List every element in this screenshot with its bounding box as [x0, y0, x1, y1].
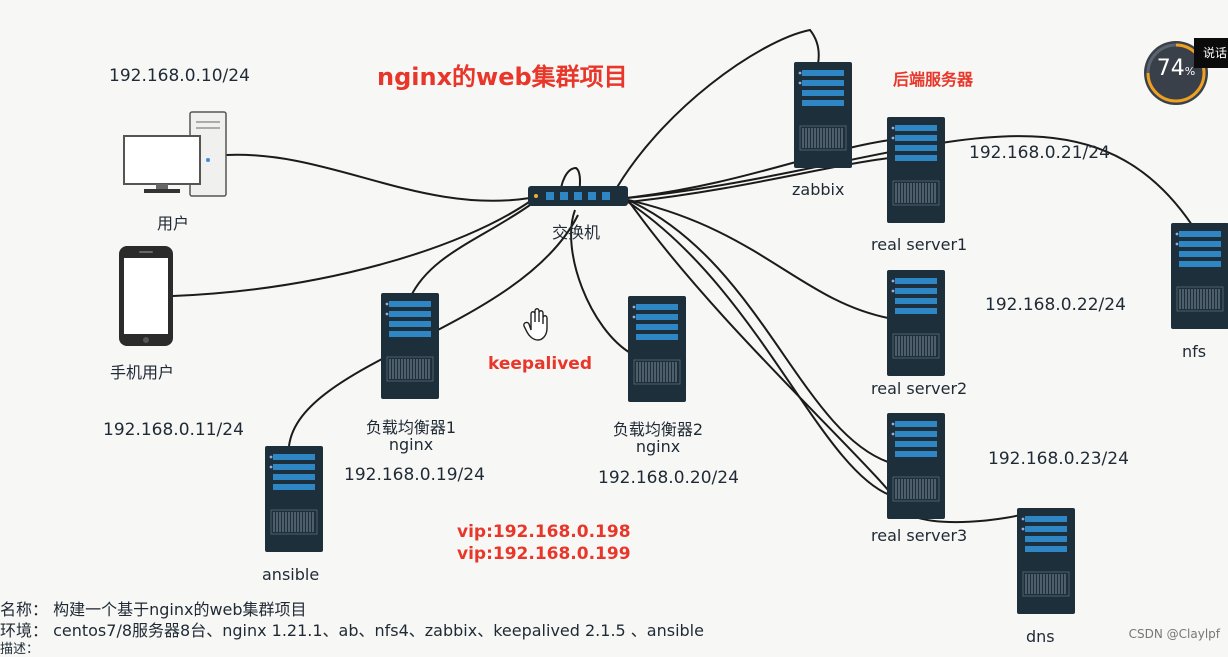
rs1-label: real server1: [871, 235, 968, 254]
rs3-label: real server3: [871, 526, 968, 545]
speak-tooltip[interactable]: 说话: [1194, 38, 1228, 68]
cable-dns: [627, 199, 1031, 524]
rs2-label: real server2: [871, 379, 968, 398]
mobile-user-label: 手机用户: [110, 363, 175, 382]
real-server3-icon: [886, 412, 946, 520]
ansible-label: ansible: [262, 565, 320, 584]
dns-label: dns: [1026, 627, 1055, 646]
lb2-server-icon: [627, 295, 687, 403]
cable-rs1: [625, 139, 891, 199]
vip-2: vip:192.168.0.199: [457, 544, 631, 564]
lb1-label: 负载均衡器1: [365, 418, 457, 437]
backend-label: 后端服务器: [893, 70, 974, 89]
zabbix-label: zabbix: [792, 180, 845, 199]
lb1-sub: nginx: [388, 435, 434, 454]
gauge-unit: %: [1184, 65, 1196, 78]
lb2-label: 负载均衡器2: [612, 420, 704, 439]
mobile-phone-icon: [119, 246, 173, 346]
cable-pc: [225, 153, 531, 202]
gauge-value: 74: [1156, 56, 1185, 81]
cable-rs3: [627, 199, 889, 463]
lb2-sub: nginx: [635, 437, 681, 456]
vip-1: vip:192.168.0.198: [457, 522, 631, 542]
project-env-line: 环境： centos7/8服务器8台、nginx 1.21.1、ab、nfs4、…: [0, 621, 704, 640]
rs3-ip: 192.168.0.23/24: [988, 449, 1129, 469]
progress-gauge: [1144, 41, 1208, 105]
user-pc-label: 用户: [157, 214, 190, 233]
user-pc-ip: 192.168.0.10/24: [109, 66, 250, 86]
network-switch-icon: [528, 186, 628, 206]
cable-zabbix: [611, 28, 820, 197]
cable-rs3b: [627, 201, 893, 497]
nfs-server-icon: [1170, 222, 1228, 330]
dns-server-icon: [1016, 507, 1076, 615]
keepalived-label: keepalived: [488, 354, 592, 374]
csdn-watermark: CSDN @Claylpf: [1128, 627, 1220, 641]
project-desc-line: 描述：: [0, 642, 40, 657]
mobile-user-ip: 192.168.0.11/24: [103, 420, 244, 440]
diagram-title: nginx的web集群项目: [377, 63, 628, 91]
rs2-ip: 192.168.0.22/24: [985, 295, 1126, 315]
ansible-server-icon: [264, 445, 324, 553]
cable-rs2: [627, 199, 889, 319]
project-name-line: 名称： 构建一个基于nginx的web集群项目: [0, 600, 307, 619]
lb1-ip: 192.168.0.19/24: [344, 465, 485, 485]
lb1-server-icon: [380, 292, 440, 400]
zabbix-server-icon: [793, 61, 853, 169]
nfs-label: nfs: [1182, 342, 1207, 361]
desktop-pc-icon: [123, 111, 227, 197]
switch-label: 交换机: [552, 223, 601, 242]
gauge-readout: 74%: [1146, 56, 1206, 81]
rs1-ip: 192.168.0.21/24: [969, 143, 1110, 163]
real-server1-icon: [886, 116, 946, 224]
cable-lb1: [409, 204, 531, 299]
cable-mobile: [172, 199, 533, 297]
cable-rs1b: [627, 157, 891, 203]
real-server2-icon: [886, 269, 946, 377]
hand-cursor-icon: [523, 308, 548, 341]
lb2-ip: 192.168.0.20/24: [598, 468, 739, 488]
cable-nfs: [627, 135, 1193, 226]
